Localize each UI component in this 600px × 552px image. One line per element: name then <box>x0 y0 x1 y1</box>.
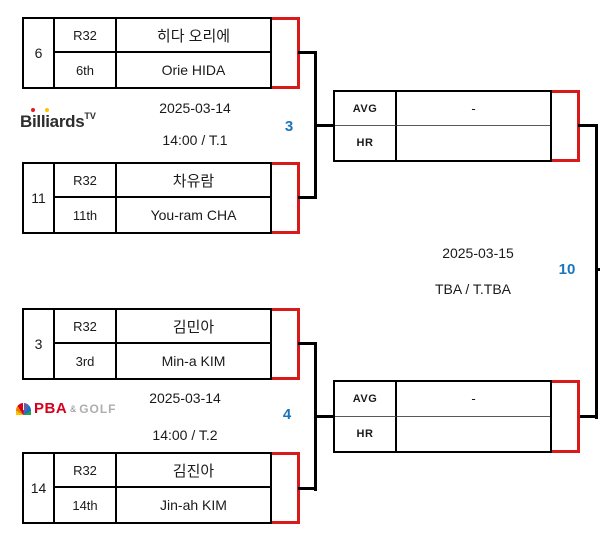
bracket-line <box>316 124 333 127</box>
match-number: 4 <box>282 406 292 423</box>
bracket-line <box>298 196 316 199</box>
hr-label: HR <box>335 416 397 451</box>
seed-number: 14 <box>24 454 55 522</box>
advance-bracket-red <box>272 17 300 89</box>
ampersand-text: & <box>70 404 77 414</box>
bracket-line <box>298 51 316 54</box>
seed-number: 6 <box>24 19 55 87</box>
billiards-tv-logo-sup: TV <box>84 111 96 121</box>
avg-label: AVG <box>335 92 397 126</box>
bracket-line <box>595 124 598 419</box>
player-box-orie-hida: 6 R32 히다 오리에 6th Orie HIDA <box>22 17 272 89</box>
bracket-line <box>298 342 316 345</box>
logo-red-dot-icon <box>31 108 35 112</box>
billiards-tv-logo: BilliardsTV <box>20 106 96 132</box>
match-date: 2025-03-14 <box>159 100 231 116</box>
hr-value <box>397 417 550 452</box>
rank-label: 3rd <box>55 344 117 378</box>
match-time-table: 14:00 / T.2 <box>152 427 218 443</box>
advance-bracket-red <box>272 308 300 380</box>
final-time-table: TBA / T.TBA <box>435 281 511 297</box>
player-name-en: You-ram CHA <box>150 207 237 223</box>
player-box-you-ram-cha: 11 R32 차유람 11th You-ram CHA <box>22 162 272 234</box>
round-label: R32 <box>55 164 117 198</box>
seed-number: 11 <box>24 164 55 232</box>
match-date: 2025-03-14 <box>149 390 221 406</box>
stat-box-avg-hr: AVG - HR <box>333 380 552 453</box>
player-box-jin-ah-kim: 14 R32 김진아 14th Jin-ah KIM <box>22 452 272 524</box>
match-time-table: 14:00 / T.1 <box>162 132 228 148</box>
pba-peacock-icon <box>16 403 31 415</box>
seed-number: 3 <box>24 310 55 378</box>
round-label: R32 <box>55 454 117 488</box>
advance-bracket-red <box>272 162 300 234</box>
player-name-en: Jin-ah KIM <box>160 497 227 513</box>
pba-logo-text: PBA <box>34 400 68 417</box>
round-label: R32 <box>55 19 117 53</box>
round-label: R32 <box>55 310 117 344</box>
hr-value <box>397 126 550 160</box>
advance-bracket-red <box>552 380 580 453</box>
bracket-line <box>298 487 316 490</box>
bracket-line <box>578 124 598 127</box>
bracket-line <box>316 415 333 418</box>
stat-box-avg-hr: AVG - HR <box>333 90 552 162</box>
billiards-tv-logo-text: Billiards <box>20 112 85 131</box>
avg-value: - <box>397 92 550 126</box>
bracket-line <box>314 342 317 491</box>
player-name-en: Orie HIDA <box>161 62 226 78</box>
bracket-line <box>578 415 598 418</box>
player-name-kr: 히다 오리에 <box>117 19 270 53</box>
player-box-min-a-kim: 3 R32 김민아 3rd Min-a KIM <box>22 308 272 380</box>
bracket-line <box>595 268 600 271</box>
match-number: 3 <box>284 118 294 135</box>
advance-bracket-red <box>552 90 580 162</box>
bracket-line <box>314 51 317 199</box>
final-date: 2025-03-15 <box>442 245 514 261</box>
golf-logo-text: GOLF <box>79 402 117 416</box>
player-name-kr: 김진아 <box>117 454 270 488</box>
rank-label: 14th <box>55 488 117 522</box>
player-name-en: Min-a KIM <box>161 353 226 369</box>
player-name-kr: 차유람 <box>117 164 270 198</box>
final-match-number: 10 <box>558 261 576 278</box>
player-name-kr: 김민아 <box>117 310 270 344</box>
avg-label: AVG <box>335 382 397 417</box>
pba-golf-logo: PBA & GOLF <box>16 400 117 417</box>
rank-label: 11th <box>55 198 117 232</box>
advance-bracket-red <box>272 452 300 524</box>
hr-label: HR <box>335 126 397 160</box>
logo-yellow-dot-icon <box>45 108 49 112</box>
rank-label: 6th <box>55 53 117 87</box>
avg-value: - <box>397 382 550 417</box>
